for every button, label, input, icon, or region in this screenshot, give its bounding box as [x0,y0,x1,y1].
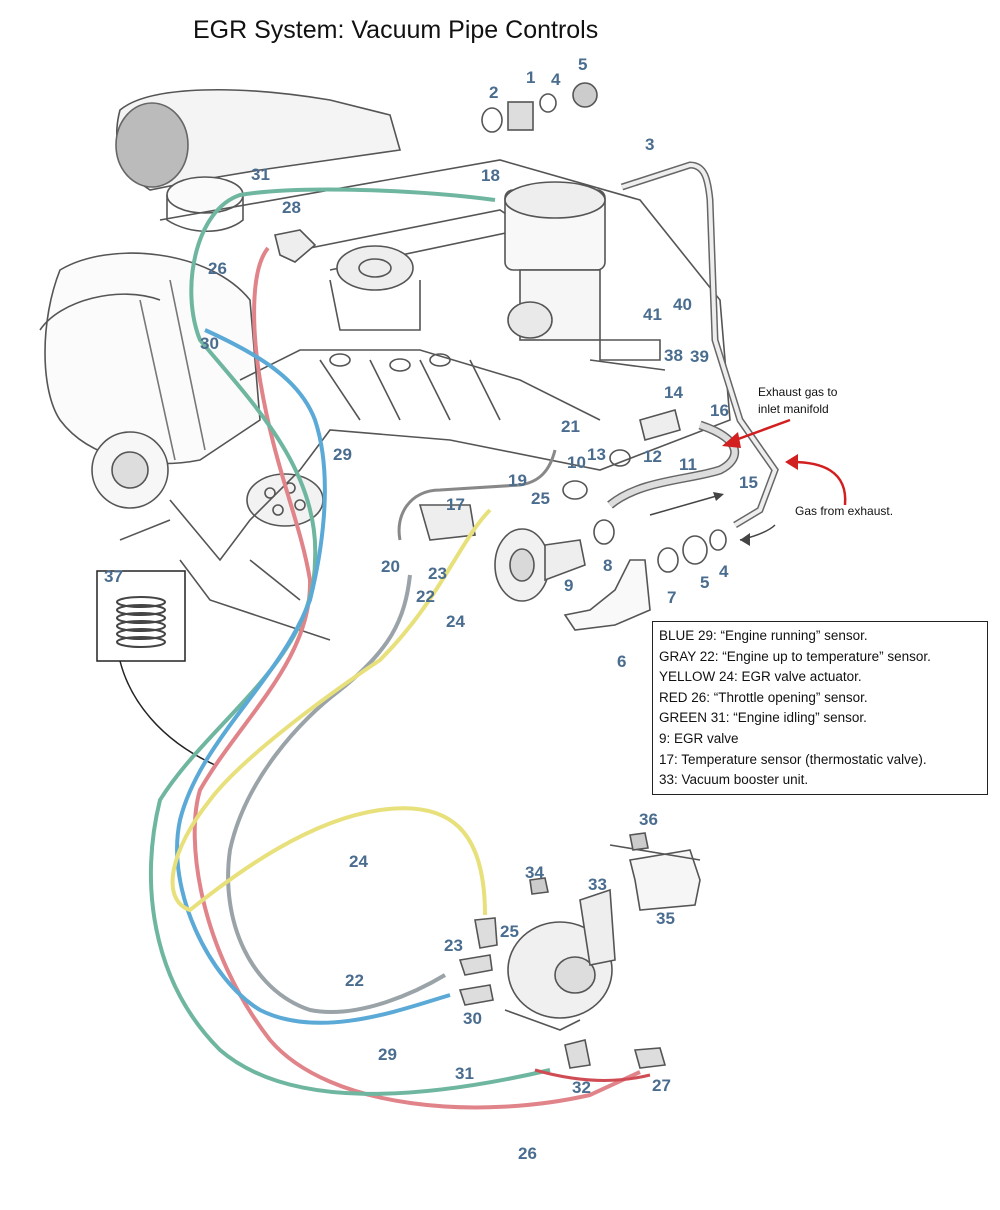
exhaust-arrows [729,418,847,506]
callout-24b: 24 [349,852,368,871]
callout-13: 13 [587,445,606,464]
legend-green-31: GREEN 31: “Engine idling” sensor. [659,710,867,726]
callout-32: 32 [572,1078,591,1097]
callout-39: 39 [690,347,709,366]
callout-31: 31 [251,165,270,184]
vacuum-booster-unit [458,832,701,1069]
callout-34: 34 [525,863,544,882]
callout-16: 16 [710,401,729,420]
callout-21: 21 [561,417,580,436]
legend-yellow-24: YELLOW 24: EGR valve actuator. [659,669,862,685]
callout-26: 26 [208,259,227,278]
callout-9: 9 [564,576,573,595]
callout-22b: 22 [345,971,364,990]
legend-9: 9: EGR valve [659,730,739,746]
callout-37: 37 [104,567,123,586]
pipe-yellow-24 [170,508,492,916]
callout-25: 25 [531,489,550,508]
callout-1: 1 [526,68,535,87]
callout-38: 38 [664,346,683,365]
callout-15: 15 [739,473,758,492]
callout-24: 24 [446,612,465,631]
callout-30: 30 [200,334,219,353]
legend-blue-29: BLUE 29: “Engine running” sensor. [659,628,868,643]
callout-28: 28 [282,198,301,217]
callout-20: 20 [381,557,400,576]
callout-4: 4 [551,70,561,89]
pipe-gray-22 [226,574,447,1014]
pipe-red-26 [192,246,641,1110]
callout-10: 10 [567,453,586,472]
spring-inset-37 [96,570,216,766]
callout-7: 7 [667,588,676,607]
callout-29: 29 [333,445,352,464]
part-callouts: 2 1 4 5 3 31 18 28 26 30 29 41 40 38 39 … [104,55,758,1163]
callout-27: 27 [652,1076,671,1095]
callout-5b: 5 [700,573,709,592]
callout-14: 14 [664,383,683,402]
callout-23: 23 [428,564,447,583]
callout-2: 2 [489,83,498,102]
callout-29b: 29 [378,1045,397,1064]
legend-red-26: RED 26: “Throttle opening” sensor. [659,689,868,705]
callout-35: 35 [656,909,675,928]
callout-4b: 4 [719,562,729,581]
callout-19: 19 [508,471,527,490]
legend-box: BLUE 29: “Engine running” sensor. GRAY 2… [652,621,988,795]
callout-17: 17 [446,495,465,514]
callout-36: 36 [639,810,658,829]
annotation-exhaust-to-inlet-1: Exhaust gas to [758,385,838,399]
legend-17: 17: Temperature sensor (thermostatic val… [659,751,927,767]
callout-6: 6 [617,652,626,671]
callout-30b: 30 [463,1009,482,1028]
callout-12: 12 [643,447,662,466]
callout-11: 11 [679,455,697,474]
callout-40: 40 [673,295,692,314]
callout-3: 3 [645,135,654,154]
callout-26b: 26 [518,1144,537,1163]
callout-31b: 31 [455,1064,474,1083]
callout-22: 22 [416,587,435,606]
pipe-blue-29 [175,328,451,1025]
legend-gray-22: GRAY 22: “Engine up to temperature” sens… [659,648,931,664]
annotation-exhaust-to-inlet-2: inlet manifold [758,402,829,416]
callout-41: 41 [643,305,662,324]
annotation-gas-from-exhaust: Gas from exhaust. [795,504,893,518]
callout-25b: 25 [500,922,519,941]
callout-5: 5 [578,55,587,74]
engine-block [39,82,731,641]
callout-23b: 23 [444,936,463,955]
callout-33: 33 [588,875,607,894]
diagram-title: EGR System: Vacuum Pipe Controls [193,16,599,44]
callout-8: 8 [603,556,612,575]
legend-33: 33: Vacuum booster unit. [659,772,809,788]
callout-18: 18 [481,166,500,185]
